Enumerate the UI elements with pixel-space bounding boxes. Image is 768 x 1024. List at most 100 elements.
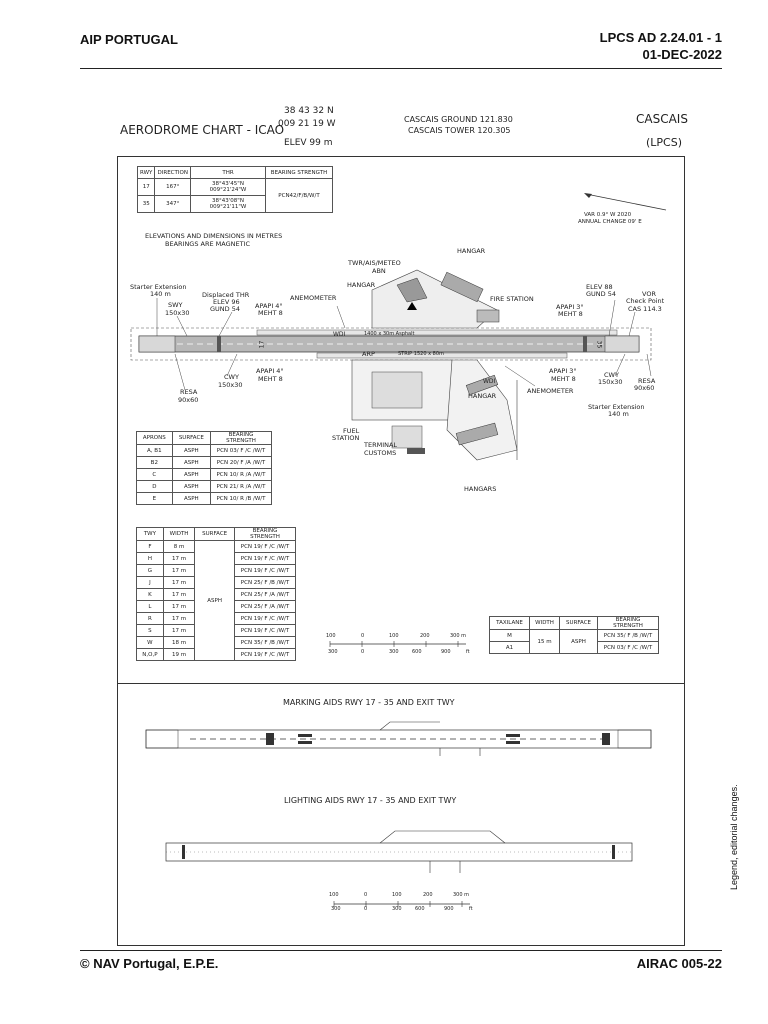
rwy-cell: 38°43'08"N 009°21'11"W [190, 195, 266, 213]
label-swy-dim: 150x30 [165, 309, 190, 317]
label-cwy-right: CWY [604, 371, 619, 379]
chart-frame [117, 156, 685, 946]
scale-ft-1: 0 [361, 649, 365, 655]
chart-divider [117, 683, 685, 684]
label-fuel: FUEL [343, 427, 360, 435]
col-bearing: BEARING STRENGTH [265, 166, 333, 179]
col-surface: SURFACE [559, 616, 598, 630]
label-strip-dims: STRIP 1520 x 80m [398, 351, 444, 357]
taxilane-cell: M [489, 629, 530, 642]
label-cwy-left: CWY [224, 373, 239, 381]
apron-cell: PCN 21/ R /A /W/T [210, 480, 272, 493]
twy-cell: PCN 25/ F /B /W/T [234, 576, 296, 589]
label-cwy-right-dim: 150x30 [598, 378, 623, 386]
twy-cell: PCN 19/ F /C /W/T [234, 552, 296, 565]
lighting-aids-diagram [165, 830, 633, 873]
notes-line1: ELEVATIONS AND DIMENSIONS IN METRES [145, 232, 283, 240]
label-resa-left-dim: 90x60 [178, 396, 199, 404]
twy-cell: 17 m [162, 576, 196, 589]
label-meht-b-left: MEHT 8 [258, 375, 283, 383]
lighting-aids-title: LIGHTING AIDS RWY 17 - 35 AND EXIT TWY [284, 796, 457, 805]
label-resa-right-dim: 90x60 [634, 384, 655, 392]
scale-ft-2: 300 [389, 649, 399, 655]
taxilane-cell: PCN 03/ F /C /W/T [597, 641, 659, 654]
col-bearing: BEARING STRENGTH [597, 616, 659, 630]
notes-line2: BEARINGS ARE MAGNETIC [165, 240, 251, 248]
rwy-cell: 167° [154, 178, 191, 196]
twy-cell: 17 m [162, 624, 196, 637]
side-note: Legend, editorial changes. [729, 784, 739, 890]
twy-cell: R [136, 612, 164, 625]
twy-cell: L [136, 600, 164, 613]
twy-cell: F [136, 540, 164, 553]
scale2-m-1: 0 [364, 892, 368, 898]
label-resa-left: RESA [180, 388, 198, 396]
col-twy: TWY [136, 527, 164, 541]
label-rwy35: 35 [595, 340, 603, 349]
chart-elev: ELEV 99 m [284, 138, 333, 148]
label-terminal: TERMINAL [364, 441, 398, 449]
scale2-m-2: 100 [392, 892, 402, 898]
twy-cell: N,O,P [136, 648, 164, 661]
label-starter-left: Starter Extension [130, 283, 187, 291]
scale-ft-4: 900 [441, 649, 451, 655]
twy-cell: PCN 19/ F /C /W/T [234, 612, 296, 625]
scale2-m-3: 200 [423, 892, 433, 898]
footer-airac: AIRAC 005-22 [636, 956, 722, 971]
col-thr: THR [190, 166, 266, 179]
label-hangar-top: HANGAR [457, 247, 486, 255]
label-papi-left: APAPI 4° [255, 302, 283, 310]
twy-cell: 19 m [162, 648, 196, 661]
col-direction: DIRECTION [154, 166, 191, 179]
label-swy: SWY [168, 301, 183, 309]
apron-cell: ASPH [171, 456, 212, 469]
arp-star [407, 302, 417, 310]
twy-cell: PCN 19/ F /C /W/T [234, 648, 296, 661]
chart-aerodrome-name: CASCAIS [636, 112, 688, 126]
north-hangar [440, 271, 484, 303]
twy-cell: J [136, 576, 164, 589]
taxilane-cell: A1 [489, 641, 530, 654]
east-apron [446, 359, 518, 461]
label-cwy-left-dim: 150x30 [218, 381, 243, 389]
scale-bar-lower [333, 901, 470, 907]
twy-cell: 8 m [162, 540, 196, 553]
twy-cell: PCN 25/ F /A /W/T [234, 588, 296, 601]
label-fuel-station: STATION [332, 434, 360, 442]
col-rwy: RWY [136, 166, 156, 179]
var-text: VAR 0.9° W 2020 [584, 212, 632, 218]
label-wdi-left: WDI [333, 331, 346, 338]
twy-cell: PCN 19/ F /C /W/T [234, 564, 296, 577]
label-meht-left: MEHT 8 [258, 309, 283, 317]
twy-cell: 17 m [162, 588, 196, 601]
label-displaced: Displaced THR [202, 291, 250, 299]
col-width: WIDTH [528, 616, 561, 630]
scale-m-4: 300 m [450, 633, 467, 639]
rwy-cell: 38°43'45"N 009°21'24"W [190, 178, 266, 196]
scale2-ft-1: 0 [364, 906, 368, 912]
rwy-cell: 347° [154, 195, 191, 213]
scale-ft-3: 600 [412, 649, 422, 655]
label-starter-right: Starter Extension [588, 403, 645, 411]
scale2-ft-4: 900 [444, 906, 454, 912]
twy-cell: 17 m [162, 564, 196, 577]
magnetic-variation-arrow [584, 193, 667, 211]
taxilane-surface: ASPH [559, 629, 598, 654]
label-hangars: HANGARS [464, 485, 497, 493]
label-abn: ABN [372, 267, 386, 275]
aerodrome-diagram [130, 269, 652, 461]
apron-cell: A, B1 [136, 444, 173, 457]
label-vor: VOR [642, 290, 656, 298]
label-arp: ARP [362, 350, 375, 358]
twy-cell: PCN 25/ F /A /W/T [234, 600, 296, 613]
chart-lon: 009 21 19 W [278, 119, 336, 129]
twy-cell: 17 m [162, 600, 196, 613]
twy-cell: S [136, 624, 164, 637]
chart-tower-freq: CASCAIS TOWER 120.305 [408, 126, 511, 135]
label-papi-b-left: APAPI 4° [256, 367, 284, 375]
scale-ft-5: ft [466, 649, 470, 655]
apron-cell: ASPH [171, 444, 212, 457]
col-width: WIDTH [162, 527, 196, 541]
chart-ground-freq: CASCAIS GROUND 121.830 [404, 115, 513, 124]
